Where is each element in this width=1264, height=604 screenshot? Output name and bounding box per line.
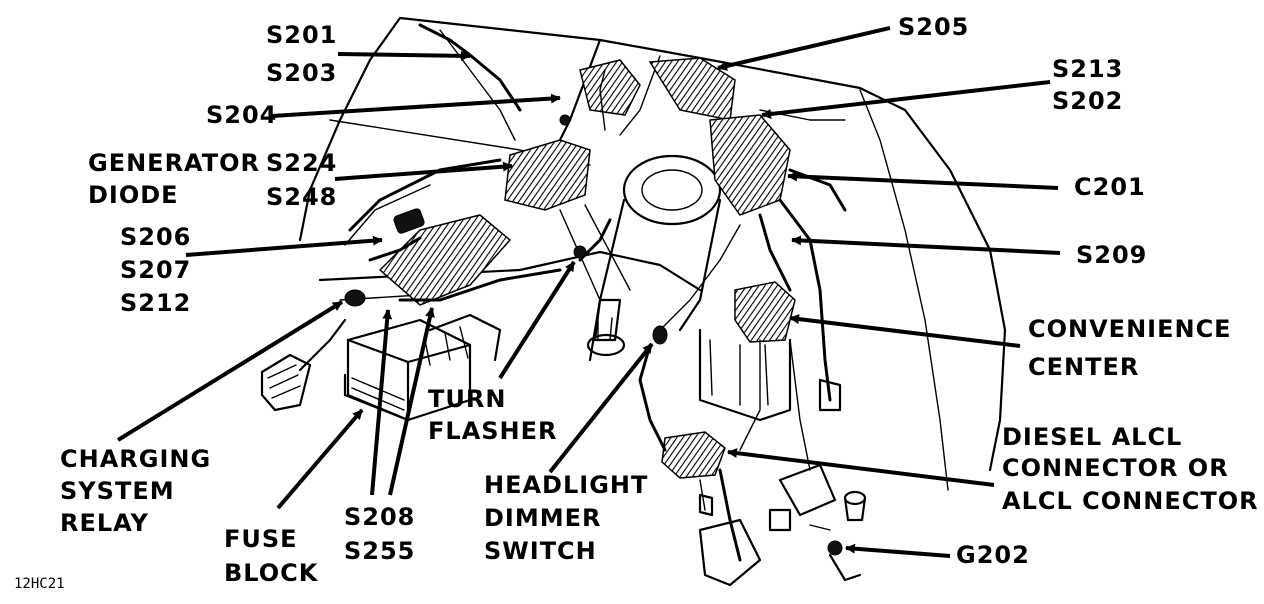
wiring-harness: [378, 57, 796, 479]
label-convenience-center-2: CENTER: [1028, 353, 1140, 381]
label-turn-flasher-1: TURN: [428, 385, 507, 413]
label-s201: S201: [266, 21, 338, 49]
label-fuse-block-2: BLOCK: [224, 559, 319, 587]
components: [393, 114, 668, 345]
label-headlight-switch-3: SWITCH: [484, 537, 597, 565]
label-s213: S213: [1052, 55, 1124, 83]
label-g202: G202: [956, 541, 1030, 569]
steering-column: [559, 154, 722, 362]
figure-code: 12HC21: [14, 576, 65, 592]
label-charging-relay-2: SYSTEM: [60, 477, 175, 505]
label-s202: S202: [1052, 87, 1124, 115]
label-s208: S208: [344, 503, 416, 531]
lower-hardware: [698, 463, 867, 587]
label-s206: S206: [120, 223, 192, 251]
label-s209: S209: [1076, 241, 1148, 269]
label-charging-relay-3: RELAY: [60, 509, 149, 537]
label-s248: S248: [266, 183, 338, 211]
label-c201: C201: [1074, 173, 1146, 201]
charging-relay-drawing: [260, 289, 366, 412]
label-diesel-alcl-1: DIESEL ALCL: [1002, 423, 1183, 451]
label-s212: S212: [120, 289, 192, 317]
label-diesel-alcl-3: ALCL CONNECTOR: [1002, 487, 1259, 515]
label-fuse-block-1: FUSE: [224, 525, 298, 553]
label-convenience-center-1: CONVENIENCE: [1028, 315, 1232, 343]
label-s204: S204: [206, 101, 278, 129]
label-s224: S224: [266, 149, 338, 177]
label-s205: S205: [898, 13, 970, 41]
label-diesel-alcl-2: CONNECTOR OR: [1002, 454, 1229, 482]
label-s203: S203: [266, 59, 338, 87]
label-generator-diode-2: DIODE: [88, 181, 179, 209]
label-charging-relay-1: CHARGING: [60, 445, 212, 473]
leader-arrows: [116, 26, 1061, 558]
label-s207: S207: [120, 256, 192, 284]
label-headlight-switch-1: HEADLIGHT: [484, 471, 649, 499]
label-s255: S255: [344, 537, 416, 565]
convenience-center-drawing: [698, 328, 842, 422]
label-turn-flasher-2: FLASHER: [428, 417, 558, 445]
label-headlight-switch-2: DIMMER: [484, 504, 602, 532]
label-generator-diode-1: GENERATOR: [88, 149, 261, 177]
